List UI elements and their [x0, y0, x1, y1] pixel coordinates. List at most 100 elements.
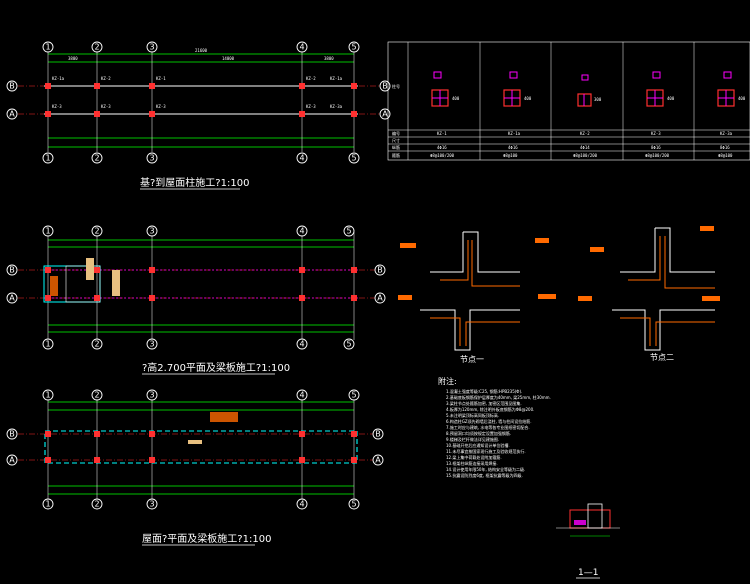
- svg-text:A: A: [9, 294, 15, 303]
- svg-text:A: A: [375, 456, 381, 465]
- svg-text:8Φ16: 8Φ16: [720, 145, 730, 150]
- svg-text:3800: 3800: [324, 56, 334, 61]
- svg-text:1.混凝土强度等级:C25, 钢筋:HPB235(Φ).: 1.混凝土强度等级:C25, 钢筋:HPB235(Φ).: [446, 388, 522, 394]
- svg-text:5: 5: [351, 43, 356, 52]
- svg-text:KZ-1: KZ-1: [437, 131, 447, 136]
- svg-text:400: 400: [524, 96, 532, 101]
- svg-text:14.设计使用年限50年, 结构安全等级为二级.: 14.设计使用年限50年, 结构安全等级为二级.: [446, 466, 525, 472]
- svg-text:2: 2: [94, 154, 99, 163]
- svg-text:300: 300: [594, 97, 602, 102]
- column-section-2: 400: [503, 71, 532, 107]
- svg-text:3: 3: [149, 500, 154, 509]
- svg-text:4Φ16: 4Φ16: [437, 145, 447, 150]
- notes: 附注: 1.混凝土强度等级:C25, 钢筋:HPB235(Φ). 2.基础底板钢…: [438, 376, 551, 478]
- svg-text:4: 4: [299, 154, 304, 163]
- column-section-4: 400: [646, 71, 675, 107]
- svg-text:5: 5: [351, 500, 356, 509]
- svg-text:11.未尽事宜按国家现行施工及验收规范执行.: 11.未尽事宜按国家现行施工及验收规范执行.: [446, 448, 526, 454]
- svg-text:A: A: [382, 110, 388, 119]
- svg-text:2: 2: [94, 340, 99, 349]
- svg-text:编号: 编号: [392, 130, 400, 136]
- svg-text:3800: 3800: [68, 56, 78, 61]
- svg-text:2.基础底板钢筋保护层厚度为40mm, 梁25mm, 柱30: 2.基础底板钢筋保护层厚度为40mm, 梁25mm, 柱30mm.: [446, 394, 551, 400]
- svg-text:3: 3: [149, 340, 154, 349]
- svg-text:KZ-2: KZ-2: [306, 76, 316, 81]
- svg-text:6.构造柱GZ须先砌墙后浇柱, 墙与柱间设拉结筋.: 6.构造柱GZ须先砌墙后浇柱, 墙与柱间设拉结筋.: [446, 418, 531, 424]
- svg-text:400: 400: [667, 96, 675, 101]
- svg-text:纵筋: 纵筋: [392, 144, 400, 150]
- svg-text:400: 400: [738, 96, 746, 101]
- svg-text:10.基础开挖后应通知设计单位验槽.: 10.基础开挖后应通知设计单位验槽.: [446, 442, 510, 448]
- section-1-1: 1—1: [556, 503, 620, 579]
- plan2-title: ?高2.700平面及梁板施工?1:100: [142, 361, 290, 374]
- svg-text:B: B: [9, 430, 15, 439]
- svg-text:KZ-3: KZ-3: [651, 131, 661, 136]
- svg-text:14000: 14000: [222, 56, 235, 61]
- svg-text:B: B: [382, 82, 388, 91]
- column-table: 柱号 编号 尺寸 纵筋 箍筋 400 400 300 400: [387, 41, 750, 161]
- svg-text:KZ-3: KZ-3: [52, 104, 62, 109]
- detail-right: 节点二: [578, 226, 720, 362]
- svg-text:1: 1: [45, 43, 50, 52]
- svg-text:KZ-3a: KZ-3a: [330, 104, 343, 109]
- svg-text:9.楼梯及栏杆做法详见建施图.: 9.楼梯及栏杆做法详见建施图.: [446, 436, 499, 442]
- svg-text:4Φ14: 4Φ14: [580, 145, 590, 150]
- svg-text:21600: 21600: [195, 48, 208, 53]
- svg-text:A: A: [9, 110, 15, 119]
- svg-text:1: 1: [45, 154, 50, 163]
- svg-text:5: 5: [351, 391, 356, 400]
- svg-text:B: B: [375, 430, 381, 439]
- svg-text:3: 3: [149, 43, 154, 52]
- svg-text:3.梁柱节点处箍筋加密, 加密区范围见图集.: 3.梁柱节点处箍筋加密, 加密区范围见图集.: [446, 400, 522, 406]
- plan-2: 1 2 3 4 5 1 2 3 4 5 B A B A ?高2.700平面及梁板…: [6, 225, 386, 375]
- svg-text:2: 2: [94, 500, 99, 509]
- svg-text:4: 4: [299, 227, 304, 236]
- svg-text:KZ-3: KZ-3: [101, 104, 111, 109]
- svg-text:12.梁上集中荷载处设附加箍筋.: 12.梁上集中荷载处设附加箍筋.: [446, 454, 502, 460]
- plan1-axis-bubbles-top: 1 2 3 4 5: [42, 41, 360, 53]
- svg-text:KZ-3a: KZ-3a: [720, 131, 733, 136]
- svg-text:5: 5: [351, 154, 356, 163]
- svg-text:2: 2: [94, 43, 99, 52]
- svg-text:15.抗震设防烈度6度, 框架抗震等级为四级.: 15.抗震设防烈度6度, 框架抗震等级为四级.: [446, 472, 523, 478]
- svg-text:尺寸: 尺寸: [392, 137, 400, 143]
- column-section-5: 400: [717, 71, 746, 107]
- section-label: 1—1: [578, 568, 598, 578]
- svg-text:柱号: 柱号: [392, 83, 400, 89]
- svg-text:KZ-1a: KZ-1a: [508, 131, 521, 136]
- svg-text:KZ-1a: KZ-1a: [52, 76, 65, 81]
- svg-text:2: 2: [94, 391, 99, 400]
- plan3-title: 屋面?平面及梁板施工?1:100: [142, 532, 271, 545]
- column-section-3: 300: [577, 74, 602, 107]
- svg-text:7.施工时应与建筑, 水电等各专业图纸密切配合.: 7.施工时应与建筑, 水电等各专业图纸密切配合.: [446, 424, 530, 430]
- svg-text:1: 1: [45, 340, 50, 349]
- svg-text:1: 1: [45, 500, 50, 509]
- svg-text:Φ8@100/200: Φ8@100/200: [430, 153, 455, 158]
- svg-text:B: B: [9, 82, 15, 91]
- svg-text:13.框架柱纵筋连接采用焊接.: 13.框架柱纵筋连接采用焊接.: [446, 460, 498, 466]
- svg-text:Φ8@100: Φ8@100: [503, 153, 518, 158]
- svg-text:KZ-1: KZ-1: [156, 76, 166, 81]
- svg-text:KZ-3: KZ-3: [306, 104, 316, 109]
- svg-text:4.板厚为120mm, 除注明外板底钢筋为Φ8@200.: 4.板厚为120mm, 除注明外板底钢筋为Φ8@200.: [446, 406, 534, 412]
- svg-text:KZ-3: KZ-3: [156, 104, 166, 109]
- svg-text:4: 4: [299, 43, 304, 52]
- plan2-axis-bubbles: 1 2 3 4 5 1 2 3 4 5 B A B A: [6, 225, 386, 350]
- detail-left: 节点一: [398, 231, 556, 364]
- svg-text:A: A: [377, 294, 383, 303]
- svg-text:4: 4: [299, 340, 304, 349]
- svg-text:5: 5: [346, 227, 351, 236]
- svg-text:3: 3: [149, 154, 154, 163]
- svg-text:2: 2: [94, 227, 99, 236]
- svg-text:5: 5: [346, 340, 351, 349]
- svg-text:箍筋: 箍筋: [392, 152, 400, 158]
- svg-text:8Φ16: 8Φ16: [651, 145, 661, 150]
- svg-text:4: 4: [299, 391, 304, 400]
- svg-text:8.预留洞口均须按规定设置加强钢筋.: 8.预留洞口均须按规定设置加强钢筋.: [446, 430, 511, 436]
- notes-heading: 附注:: [438, 376, 457, 386]
- svg-text:3: 3: [149, 227, 154, 236]
- svg-text:A: A: [9, 456, 15, 465]
- svg-text:5.未注明梁顶标高同板顶标高.: 5.未注明梁顶标高同板顶标高.: [446, 412, 499, 418]
